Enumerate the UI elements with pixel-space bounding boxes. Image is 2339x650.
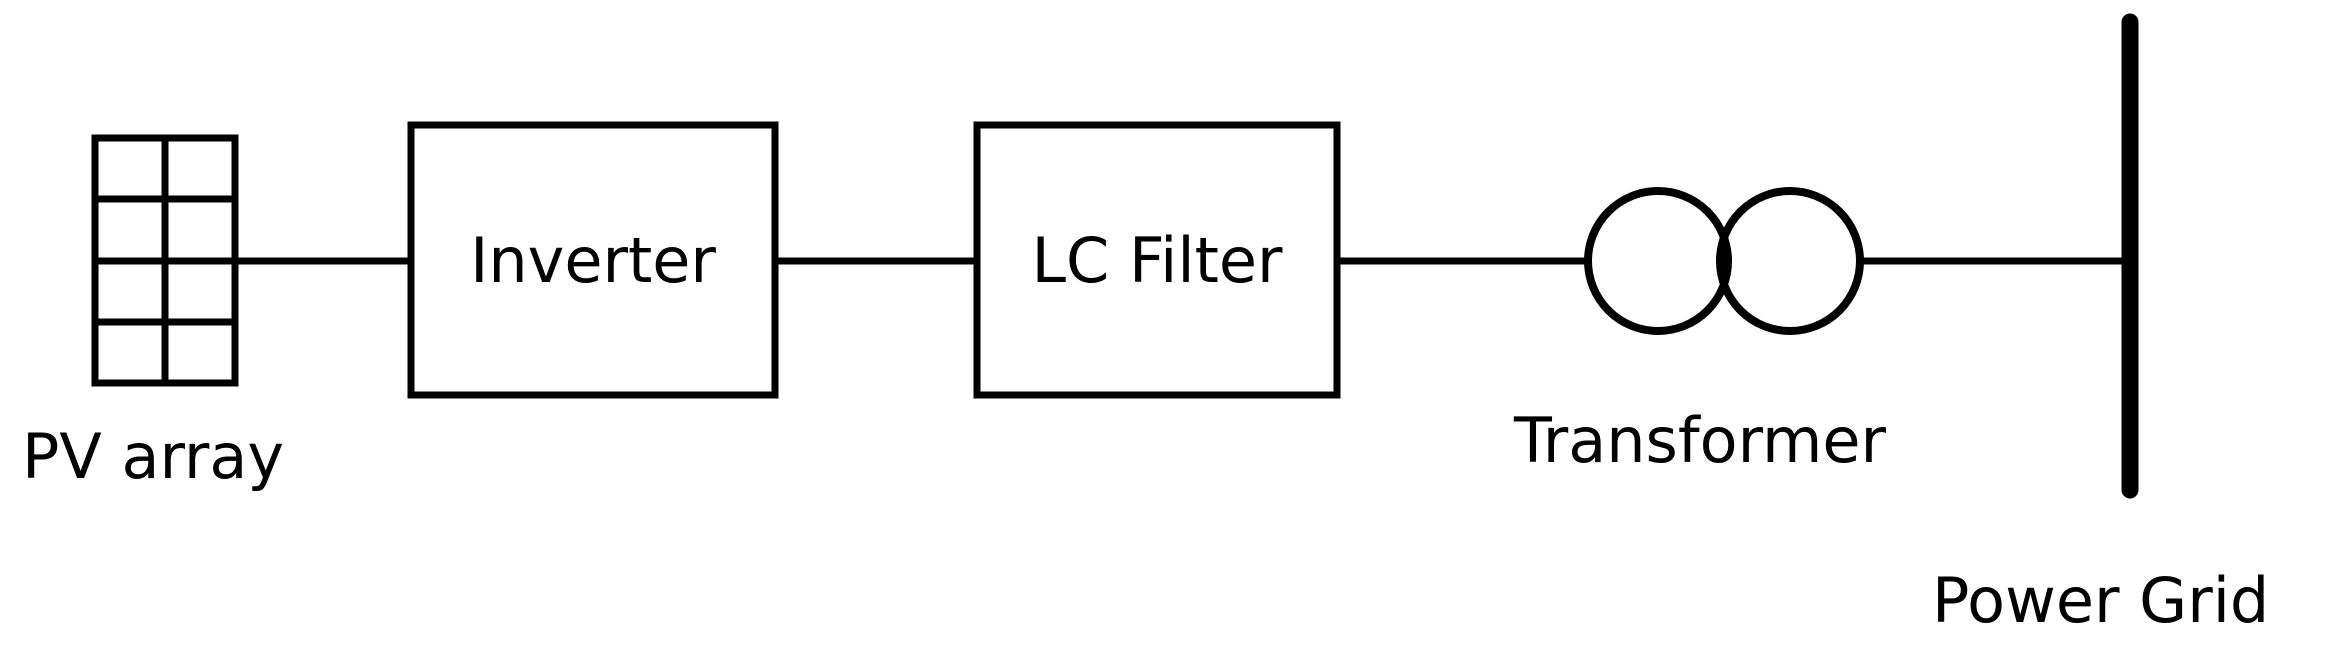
power-grid-label: Power Grid [1932, 564, 2269, 637]
lc-filter-label: LC Filter [1031, 224, 1283, 297]
inverter-block[interactable]: Inverter [407, 121, 779, 399]
pv-array-symbol[interactable] [91, 134, 239, 387]
transformer-label: Transformer [1513, 404, 1887, 477]
lc-filter-block[interactable]: LC Filter [973, 121, 1341, 399]
transformer-secondary-winding-circle [1716, 187, 1864, 335]
transformer-symbol[interactable] [1584, 187, 1864, 335]
pv-array-label: PV array [22, 420, 284, 493]
inverter-label: Inverter [470, 224, 716, 297]
inverter-box [407, 121, 779, 399]
transformer-primary-winding-circle [1584, 187, 1732, 335]
